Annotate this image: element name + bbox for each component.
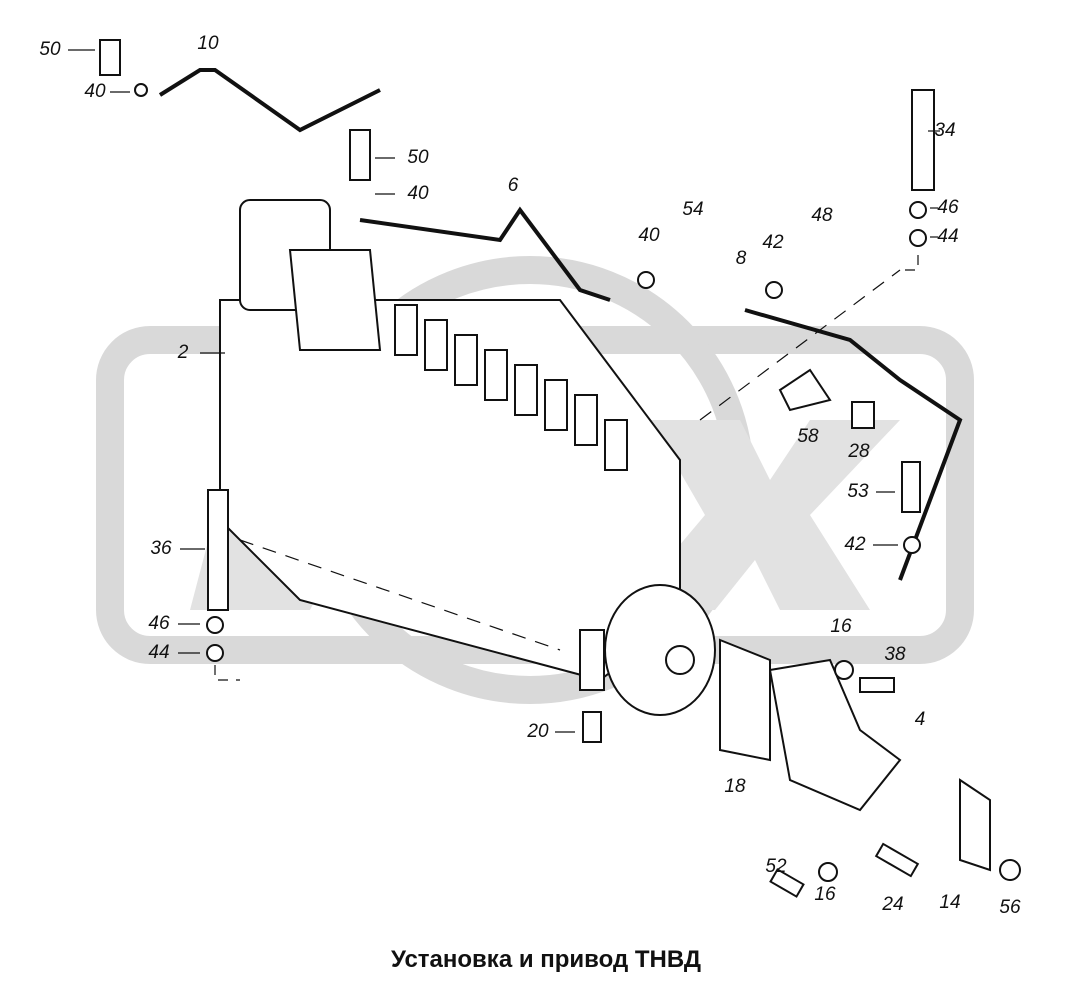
callout-40-c: 40 [638, 225, 660, 246]
callout-46-b: 46 [148, 613, 170, 634]
callout-44-b: 44 [148, 642, 170, 663]
pump-body [219, 199, 991, 872]
callout-18: 18 [724, 776, 746, 797]
callout-20: 20 [527, 721, 549, 742]
callout-40-b: 40 [407, 183, 429, 204]
callout-28: 28 [848, 441, 870, 462]
callout-56: 56 [999, 897, 1021, 918]
callout-50-a: 50 [39, 39, 61, 60]
callout-44-a: 44 [937, 226, 959, 247]
callout-4: 4 [914, 709, 926, 730]
callout-42-b: 42 [844, 534, 866, 555]
callout-52: 52 [765, 856, 787, 877]
callout-10: 10 [197, 33, 219, 54]
callout-48: 48 [811, 205, 833, 226]
callout-24: 24 [882, 894, 904, 915]
callout-46-a: 46 [937, 197, 959, 218]
injector-row [394, 304, 628, 471]
callout-16-a: 16 [830, 616, 852, 637]
diagram-title: Установка и привод ТНВД [391, 946, 701, 973]
callout-54: 54 [682, 199, 704, 220]
callout-38: 38 [884, 644, 906, 665]
callout-36: 36 [150, 538, 172, 559]
callout-42-a: 42 [762, 232, 784, 253]
callout-53: 53 [847, 481, 869, 502]
callout-40-a: 40 [84, 81, 106, 102]
fuel-lines [158, 68, 963, 581]
callout-8: 8 [735, 248, 747, 269]
callout-16-b: 16 [814, 884, 836, 905]
fasteners [99, 39, 1021, 898]
callout-58: 58 [797, 426, 819, 447]
callout-2: 2 [177, 342, 189, 363]
leader-lines [68, 49, 940, 733]
callout-14: 14 [939, 892, 961, 913]
callout-34: 34 [934, 120, 956, 141]
callout-6: 6 [507, 175, 519, 196]
callout-50-b: 50 [407, 147, 429, 168]
